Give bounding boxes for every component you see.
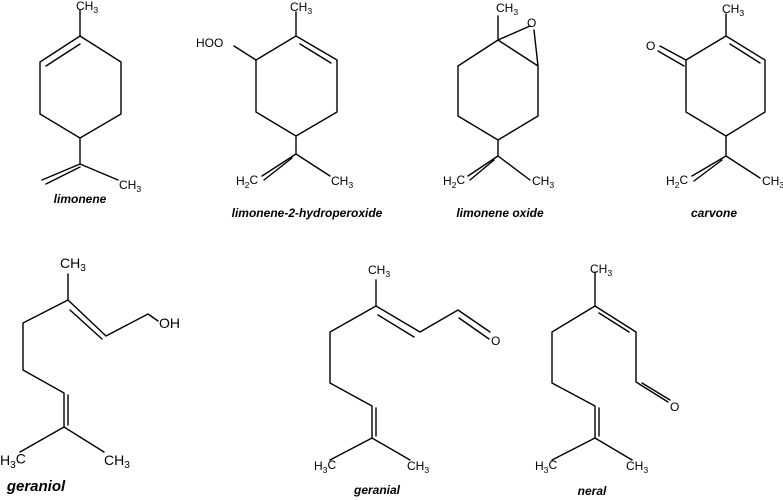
neral-name: neral (578, 484, 607, 498)
limonene-structure: CH3 CH3 limonene (39, 0, 141, 206)
hydroperoxide-name: limonene-2-hydroperoxide (232, 206, 383, 220)
geranial-structure: CH3 O H3C CH3 geranial (314, 263, 500, 497)
geraniol-structure: CH3 OH H3C CH3 geraniol (0, 255, 180, 495)
carvone-skeleton (659, 13, 766, 179)
geranial-aldehyde-o-label: O (491, 334, 500, 348)
limonene-top-methyl-label: CH3 (76, 0, 98, 15)
hydroperoxide-hoo-label: HOO (196, 36, 223, 50)
hydroperoxide-top-methyl-label: CH3 (290, 0, 312, 16)
geraniol-double-bonds (67, 309, 103, 426)
neral-right-methyl-label: CH3 (626, 459, 648, 475)
neral-structure: CH3 O H3C CH3 neral (535, 262, 679, 498)
oxide-double-bond (469, 159, 495, 181)
neral-double-bonds (598, 312, 671, 437)
geraniol-hydroxyl-label: OH (159, 315, 180, 331)
neral-skeleton (551, 271, 669, 461)
limonene-side-methyl-label: CH3 (119, 178, 141, 194)
geraniol-name: geraniol (6, 478, 66, 495)
oxide-structure: CH3 O H2C CH3 limonene oxide (443, 1, 554, 220)
hydroperoxide-double-bonds (263, 43, 332, 181)
neral-top-methyl-label: CH3 (590, 262, 612, 278)
geraniol-skeleton (19, 273, 159, 453)
oxide-name: limonene oxide (456, 206, 544, 220)
carvone-ketone-o-label: O (646, 39, 655, 53)
limonene-name: limonene (54, 192, 107, 206)
carvone-name: carvone (691, 206, 737, 220)
carvone-top-methyl-label: CH3 (722, 2, 744, 18)
oxide-epoxide-o-label: O (527, 16, 536, 30)
geranial-skeleton (329, 279, 491, 461)
limonene-double-bonds (45, 43, 81, 185)
carvone-side-methyl-label: CH3 (762, 174, 783, 190)
neral-aldehyde-o-label: O (670, 400, 679, 414)
carvone-structure: O CH3 H2C CH3 carvone (646, 2, 783, 220)
oxide-side-methyl-label: CH3 (532, 174, 554, 190)
geranial-top-methyl-label: CH3 (368, 263, 390, 279)
hydroperoxide-skeleton (233, 11, 338, 177)
geranial-double-bonds (375, 314, 490, 437)
geranial-right-methyl-label: CH3 (407, 459, 429, 475)
carvone-double-bonds (657, 43, 761, 182)
limonene-skeleton (39, 9, 122, 181)
geranial-name: geranial (353, 483, 401, 497)
hydroperoxide-side-methyl-label: CH3 (331, 174, 353, 190)
carvone-methylene-label: H2C (666, 173, 688, 190)
geraniol-right-methyl-label: CH3 (104, 452, 130, 471)
geraniol-left-methyl-label: H3C (0, 451, 26, 471)
hydroperoxide-methylene-label: H2C (236, 173, 258, 190)
hydroperoxide-structure: HOO CH3 H2C CH3 limonene-2-hydroperoxide (196, 0, 383, 220)
oxide-methylene-label: H2C (443, 173, 465, 190)
oxide-skeleton (457, 15, 539, 181)
neral-left-methyl-label: H3C (535, 458, 557, 475)
geraniol-top-methyl-label: CH3 (60, 255, 86, 274)
geranial-left-methyl-label: H3C (314, 458, 336, 475)
oxide-top-methyl-label: CH3 (496, 1, 518, 17)
